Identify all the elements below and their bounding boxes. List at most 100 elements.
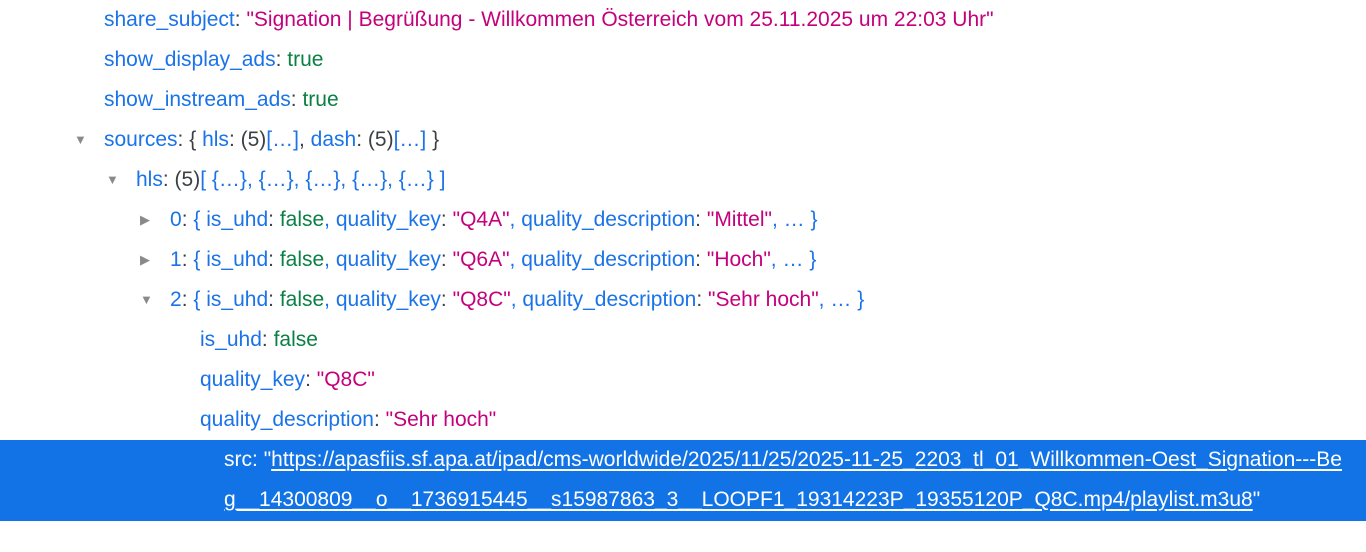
- comma: ,: [324, 288, 331, 311]
- property-value-quality-description: "Sehr hoch": [385, 408, 497, 431]
- preview-value-is-uhd: false: [279, 248, 325, 271]
- disclosure-triangle-down-icon[interactable]: [74, 120, 104, 160]
- src-url-link[interactable]: https://apasfiis.sf.apa.at/ipad/cms-worl…: [224, 448, 1342, 511]
- close-brace: }: [810, 208, 818, 231]
- array-item-preview: {…}: [305, 168, 341, 191]
- preview-value-quality-description: "Hoch": [706, 248, 771, 271]
- property-key-share-subject: share_subject: [104, 8, 235, 31]
- property-key-src: src: [224, 448, 252, 471]
- property-row-sources[interactable]: sources: { hls: (5)[…], dash: (5)[…] }: [0, 120, 1366, 160]
- preview-count-dash: (5): [367, 128, 394, 151]
- property-key-hls: hls: [136, 168, 163, 191]
- array-count-hls: (5): [174, 168, 201, 191]
- preview-key-hls: hls: [202, 128, 229, 151]
- property-row-share-subject[interactable]: share_subject: "Signation | Begrüßung - …: [0, 0, 1366, 40]
- comma: ,: [509, 208, 516, 231]
- comma: ,: [387, 168, 393, 191]
- array-index-2: 2: [170, 288, 182, 311]
- preview-ellipsis-dash: […]: [393, 128, 427, 151]
- property-key-show-instream-ads: show_instream_ads: [104, 88, 291, 111]
- preview-key-quality-description: quality_description: [522, 288, 697, 311]
- open-brace: {: [193, 288, 201, 311]
- property-key-is-uhd: is_uhd: [200, 328, 262, 351]
- disclosure-triangle-right-icon[interactable]: [140, 240, 170, 280]
- property-row-show-instream-ads[interactable]: show_instream_ads: true: [0, 80, 1366, 120]
- preview-key-is-uhd: is_uhd: [206, 288, 269, 311]
- colon: :: [268, 288, 274, 311]
- preview-key-quality-description: quality_description: [521, 208, 696, 231]
- property-row-hls[interactable]: hls: (5)[ {…}, {…}, {…}, {…}, {…} ]: [0, 160, 1366, 200]
- property-value-show-instream-ads: true: [302, 88, 339, 111]
- preview-value-is-uhd: false: [279, 288, 325, 311]
- array-item-preview: {…}: [352, 168, 388, 191]
- comma: ,: [509, 248, 516, 271]
- colon: :: [373, 408, 380, 431]
- array-item-preview: {…}: [211, 168, 247, 191]
- preview-key-quality-key: quality_key: [335, 288, 441, 311]
- close-quote: ": [1252, 488, 1261, 511]
- open-quote: ": [263, 448, 272, 471]
- comma: ,: [298, 128, 305, 151]
- comma: ,: [246, 168, 253, 191]
- preview-value-quality-description: "Sehr hoch": [708, 288, 819, 311]
- open-bracket: [: [200, 168, 207, 191]
- disclosure-triangle-down-icon[interactable]: [106, 160, 136, 200]
- property-row-show-display-ads[interactable]: show_display_ads: true: [0, 40, 1366, 80]
- disclosure-triangle-down-icon[interactable]: [140, 280, 170, 320]
- property-row-quality-key[interactable]: quality_key: "Q8C": [0, 360, 1366, 400]
- comma: ,: [818, 288, 825, 311]
- colon: :: [305, 368, 311, 391]
- open-brace: {: [193, 248, 201, 271]
- property-row-is-uhd[interactable]: is_uhd: false: [0, 320, 1366, 360]
- colon: :: [440, 288, 447, 311]
- colon: :: [181, 208, 188, 231]
- preview-key-quality-key: quality_key: [335, 208, 441, 231]
- colon: :: [695, 208, 702, 231]
- disclosure-triangle-right-icon[interactable]: [140, 200, 170, 240]
- comma: ,: [510, 288, 517, 311]
- property-row-src[interactable]: src: "https://apasfiis.sf.apa.at/ipad/cm…: [0, 440, 1366, 521]
- preview-ellipsis: …: [783, 208, 805, 231]
- colon: :: [268, 208, 274, 231]
- comma: ,: [771, 208, 778, 231]
- preview-value-quality-description: "Mittel": [706, 208, 772, 231]
- colon: :: [261, 328, 268, 351]
- property-value-show-display-ads: true: [287, 48, 324, 71]
- colon: :: [181, 248, 188, 271]
- colon: :: [275, 48, 282, 71]
- property-key-show-display-ads: show_display_ads: [104, 48, 276, 71]
- preview-key-is-uhd: is_uhd: [206, 248, 269, 271]
- preview-value-quality-key: "Q8C": [452, 288, 511, 311]
- comma: ,: [324, 208, 331, 231]
- preview-key-quality-key: quality_key: [335, 248, 441, 271]
- colon: :: [290, 88, 297, 111]
- property-key-quality-description: quality_description: [200, 408, 374, 431]
- open-brace: {: [189, 128, 197, 151]
- property-value-quality-key: "Q8C": [316, 368, 375, 391]
- property-key-quality-key: quality_key: [200, 368, 306, 391]
- preview-value-is-uhd: false: [279, 208, 325, 231]
- comma: ,: [324, 248, 331, 271]
- preview-value-quality-key: "Q4A": [452, 208, 510, 231]
- property-row-quality-description[interactable]: quality_description: "Sehr hoch": [0, 400, 1366, 440]
- close-brace: }: [432, 128, 440, 151]
- preview-count-hls: (5): [240, 128, 267, 151]
- colon: :: [162, 168, 169, 191]
- open-brace: {: [193, 208, 201, 231]
- close-bracket: ]: [439, 168, 446, 191]
- colon: :: [695, 248, 702, 271]
- property-value-is-uhd: false: [273, 328, 318, 351]
- colon: :: [234, 8, 241, 31]
- colon: :: [228, 128, 235, 151]
- colon: :: [356, 128, 363, 151]
- colon: :: [252, 448, 258, 471]
- comma: ,: [340, 168, 347, 191]
- colon: :: [440, 208, 447, 231]
- close-brace: }: [809, 248, 817, 271]
- array-row-hls-0[interactable]: 0: { is_uhd: false, quality_key: "Q4A", …: [0, 200, 1366, 240]
- comma: ,: [293, 168, 300, 191]
- preview-ellipsis: …: [782, 248, 804, 271]
- array-row-hls-1[interactable]: 1: { is_uhd: false, quality_key: "Q6A", …: [0, 240, 1366, 280]
- array-row-hls-2[interactable]: 2: { is_uhd: false, quality_key: "Q8C", …: [0, 280, 1366, 320]
